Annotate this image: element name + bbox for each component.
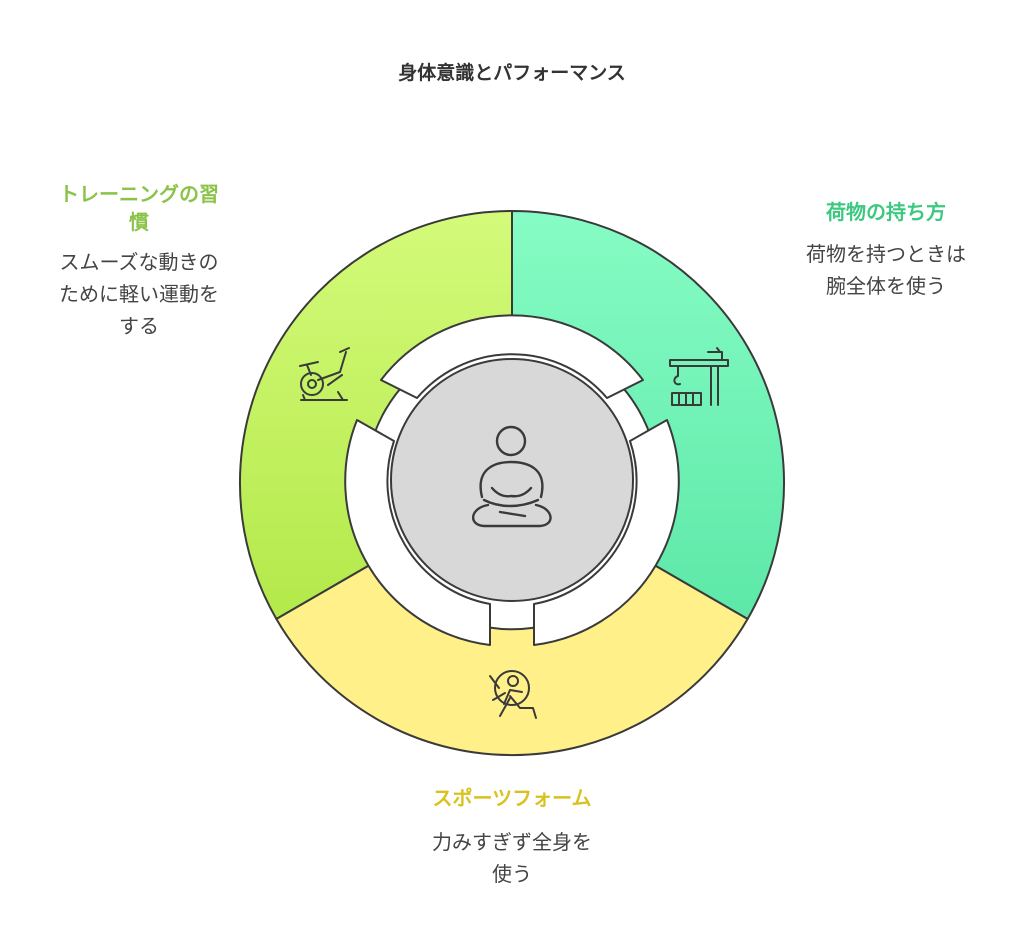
athlete-icon xyxy=(489,670,537,719)
sports-desc-line1: 力みすぎず全身を xyxy=(432,830,592,854)
sports-desc-line2: 使う xyxy=(492,862,532,886)
training-title-line2: 慣 xyxy=(129,210,149,234)
carrying-desc-line2: 腕全体を使う xyxy=(826,274,946,298)
training-desc-line1: スムーズな動きの xyxy=(59,250,219,274)
inner-arrow-top xyxy=(380,314,644,399)
training-description: スムーズな動きの ために軽い運動を する xyxy=(28,246,250,342)
carrying-description: 荷物を持つときは 腕全体を使う xyxy=(768,238,1004,302)
inner-arrow-right xyxy=(533,419,680,646)
sports-title: スポーツフォーム xyxy=(432,786,592,810)
center-circle xyxy=(390,358,634,602)
crane-icon xyxy=(669,347,729,406)
inner-arrow-left xyxy=(344,419,491,646)
carrying-block: 荷物の持ち方 荷物を持つときは 腕全体を使う xyxy=(768,198,1004,302)
exercise-bike-icon xyxy=(299,347,350,401)
carrying-desc-line1: 荷物を持つときは xyxy=(806,242,966,266)
training-title-line1: トレーニングの習 xyxy=(59,182,219,206)
sports-description: 力みすぎず全身を 使う xyxy=(362,826,662,890)
training-desc-line2: ために軽い運動を xyxy=(59,282,219,306)
carrying-title: 荷物の持ち方 xyxy=(826,200,946,224)
meditation-person-icon xyxy=(472,425,552,528)
training-block: トレーニングの習 慣 スムーズな動きの ために軽い運動を する xyxy=(28,180,250,342)
training-desc-line3: する xyxy=(119,314,159,338)
sports-block: スポーツフォーム 力みすぎず全身を 使う xyxy=(362,784,662,890)
diagram-title: 身体意識とパフォーマンス xyxy=(398,62,626,84)
training-title: トレーニングの習 慣 xyxy=(28,180,250,236)
